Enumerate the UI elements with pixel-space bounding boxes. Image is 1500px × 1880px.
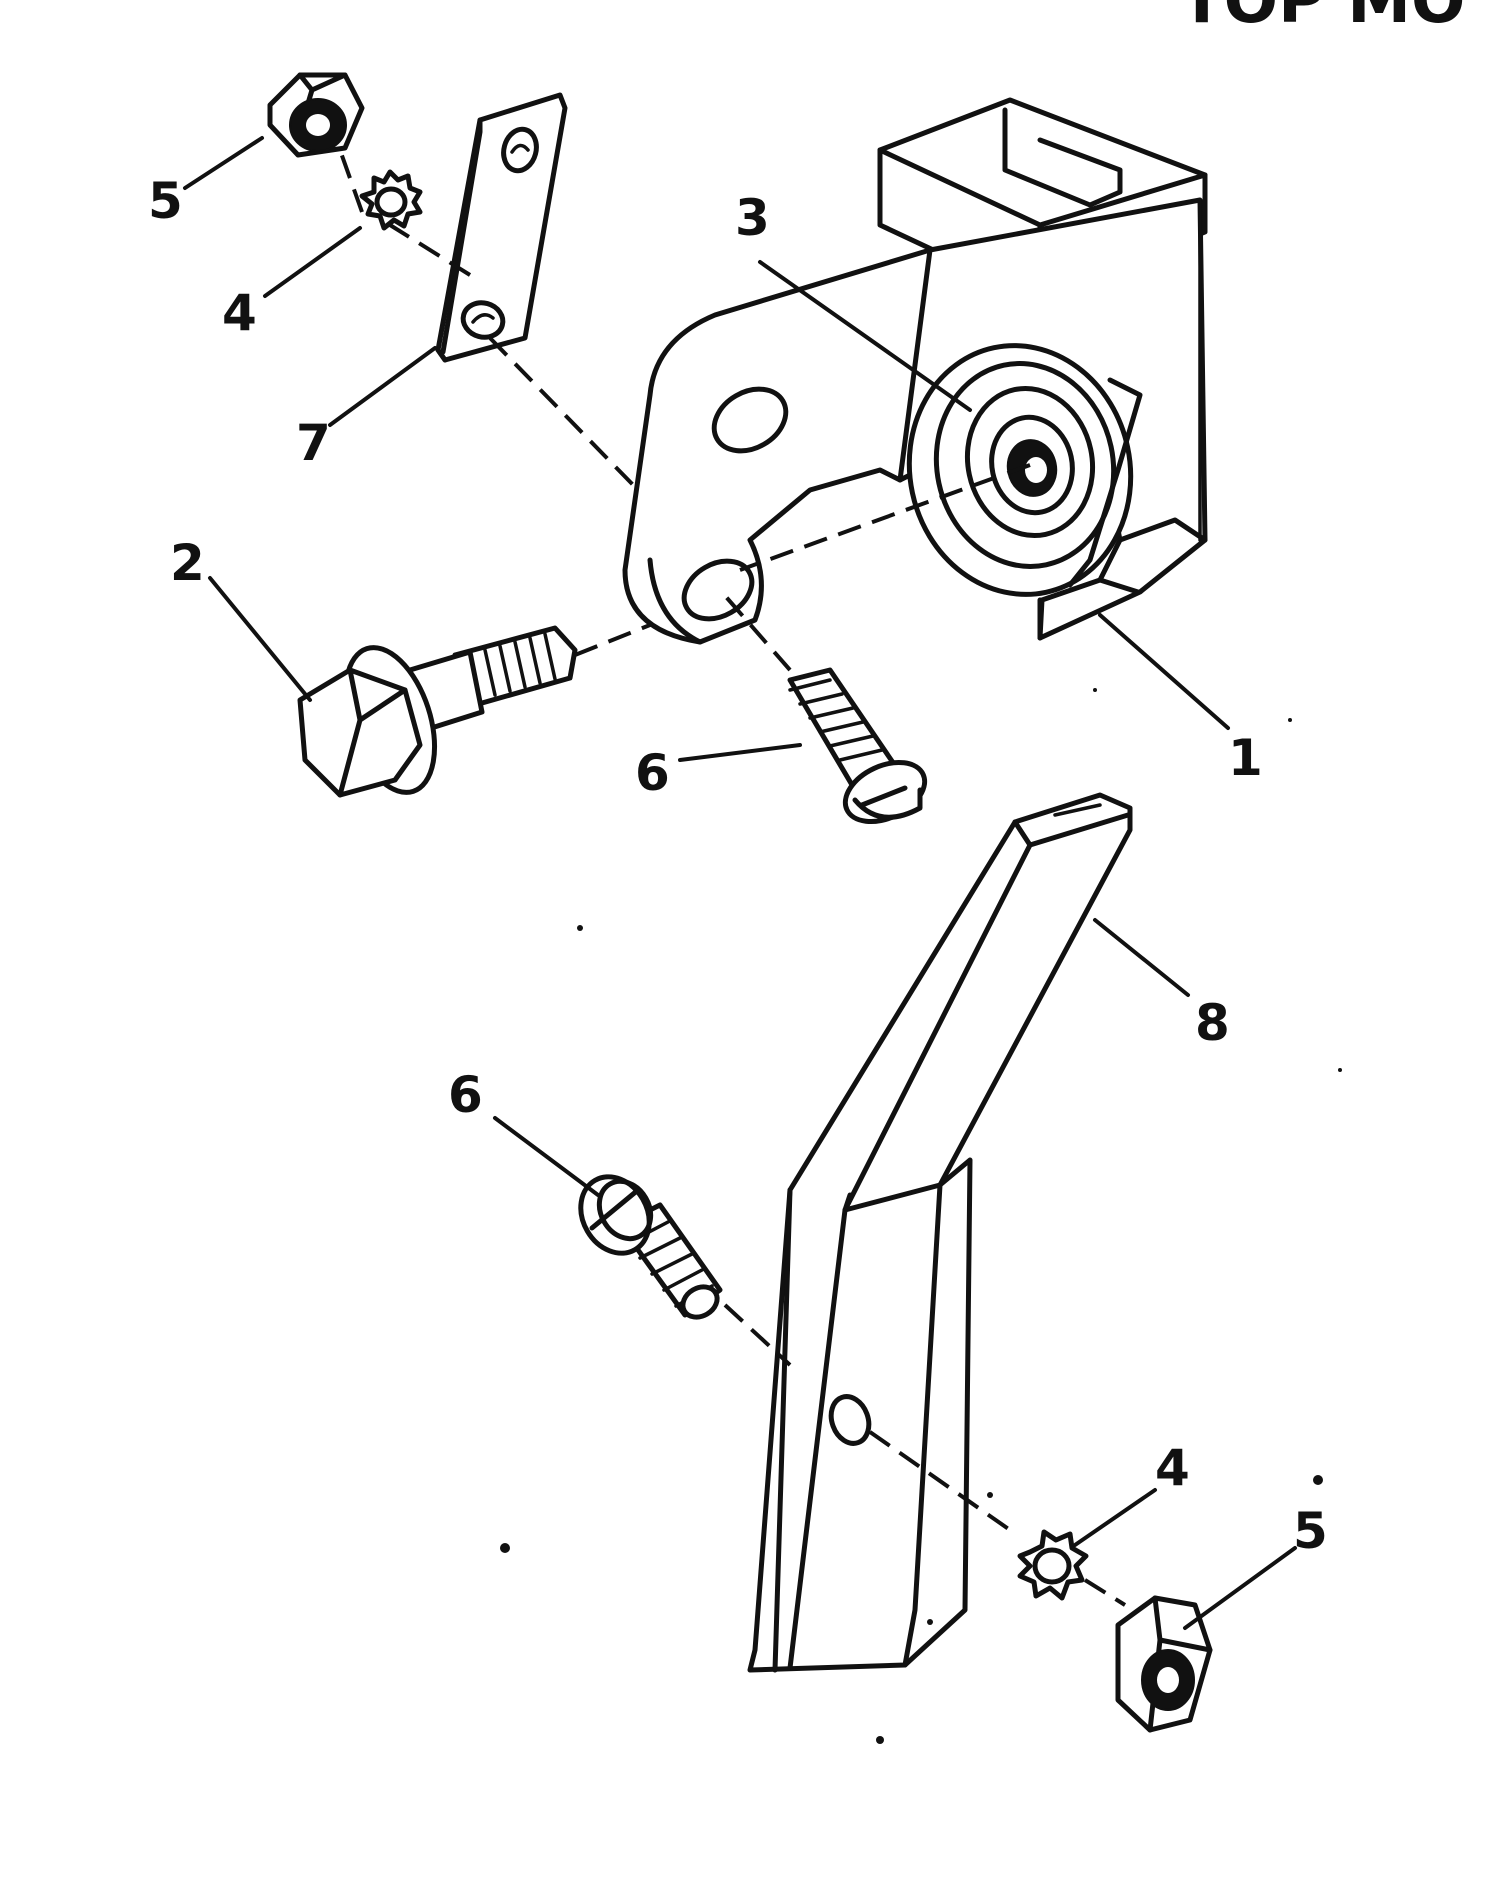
plate-bracket-axis-line xyxy=(488,336,640,492)
leader-8 xyxy=(1093,918,1190,997)
leader-2 xyxy=(208,576,312,702)
arm-hole-axis-line xyxy=(868,1430,1012,1532)
part-8-angled-arm xyxy=(747,792,1133,1673)
pulley-axis-line xyxy=(739,463,1031,572)
leader-7 xyxy=(328,346,437,427)
part-5-nut-bottom xyxy=(1115,1595,1213,1733)
part-2-shoulder-bolt xyxy=(297,625,578,798)
screw-top-axis-line xyxy=(718,588,792,672)
part-7-mounting-plate xyxy=(435,92,568,363)
header-title: TOP MO xyxy=(1180,0,1465,38)
callout-4-bottom: 4 xyxy=(1155,1439,1190,1497)
leader-5-top xyxy=(183,136,264,190)
leader-4-bottom xyxy=(1073,1488,1157,1547)
callout-6-bottom: 6 xyxy=(448,1066,483,1124)
leader-5-bottom xyxy=(1183,1546,1297,1630)
callout-labels: 5 4 7 2 3 6 1 8 6 4 5 xyxy=(148,172,1328,1560)
plate-top-axis-line xyxy=(388,223,472,277)
leader-6-top xyxy=(678,743,802,762)
part-5-nut-top xyxy=(267,72,365,158)
leader-4-top xyxy=(263,226,362,298)
callout-8: 8 xyxy=(1195,994,1230,1052)
part-4-lock-washer-top xyxy=(359,169,423,231)
screw-bottom-axis-line xyxy=(723,1303,792,1367)
bolt-axis-line xyxy=(574,623,651,657)
callout-4-top: 4 xyxy=(222,284,257,342)
leader-3 xyxy=(758,260,972,412)
callout-5-bottom: 5 xyxy=(1293,1502,1328,1560)
callout-7: 7 xyxy=(296,414,331,472)
part-6-screw-top xyxy=(787,667,928,825)
leader-lines xyxy=(183,136,1297,1630)
leader-6-bottom xyxy=(493,1116,600,1197)
callout-5-top: 5 xyxy=(148,172,183,230)
callout-1: 1 xyxy=(1228,729,1263,787)
scan-specks xyxy=(500,688,1342,1744)
part-6-screw-bottom xyxy=(578,1174,723,1320)
part-4-lock-washer-bottom xyxy=(1017,1529,1089,1601)
callout-3: 3 xyxy=(735,189,770,247)
washer-bottom-axis-line xyxy=(1083,1578,1127,1607)
callout-2: 2 xyxy=(170,534,205,592)
callout-6-top: 6 xyxy=(635,744,670,802)
washer-nut-axis-line xyxy=(338,149,364,213)
leader-1 xyxy=(1098,613,1230,730)
